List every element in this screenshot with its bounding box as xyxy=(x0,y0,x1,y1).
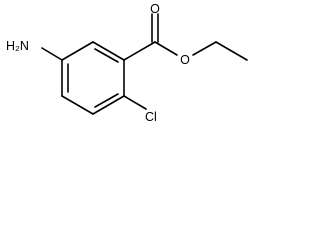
ethyl-bond xyxy=(215,41,248,61)
carbonyl-to-oxygen-bond xyxy=(154,41,178,56)
benzene-ring xyxy=(61,41,125,115)
ring-double-bond-a xyxy=(94,48,119,63)
ring-bond-6 xyxy=(61,41,94,61)
ring-double-bond-b xyxy=(94,93,119,108)
ester-oxygen-label: O xyxy=(180,53,190,67)
ester-group xyxy=(123,13,248,61)
carbonyl-oxygen-label: O xyxy=(150,2,160,16)
ring-bond-1 xyxy=(92,41,125,61)
oxygen-to-ethyl-bond xyxy=(192,41,217,56)
amine-bond xyxy=(41,47,63,61)
ring-bond-4 xyxy=(61,95,94,115)
chemical-structure: H₂N O O Cl xyxy=(6,2,248,124)
amine-label: H₂N xyxy=(6,39,29,53)
ring-bond-3 xyxy=(92,95,125,115)
ring-to-carbonyl-bond xyxy=(123,41,156,61)
chlorine-label: Cl xyxy=(145,110,157,124)
chlorine-bond xyxy=(123,95,147,110)
